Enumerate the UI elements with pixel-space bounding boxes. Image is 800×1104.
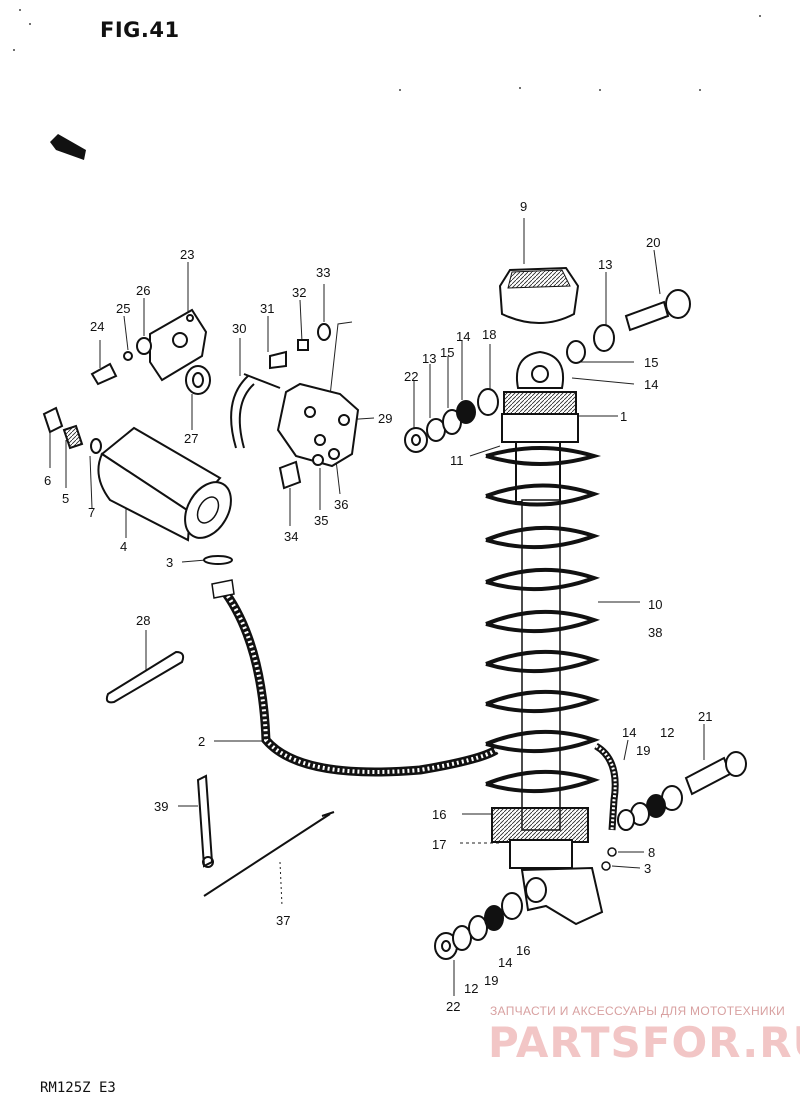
callout-31: 31 xyxy=(260,301,275,316)
valve-parts xyxy=(42,406,102,454)
callout-28: 28 xyxy=(136,613,151,628)
watermark-logo: PARTSFOR.RU xyxy=(488,1018,800,1067)
callout-16: 16 xyxy=(432,807,447,822)
callout-1: 1 xyxy=(620,409,628,424)
callout-22: 22 xyxy=(446,999,461,1014)
callout-2: 2 xyxy=(198,734,206,749)
callout-29: 29 xyxy=(378,411,393,426)
callout-15: 15 xyxy=(644,355,659,370)
tie-rod-37 xyxy=(203,811,335,897)
callout-30: 30 xyxy=(232,321,247,336)
figure-title: FIG.41 xyxy=(100,18,180,42)
callout-23: 23 xyxy=(180,247,195,262)
front-arrow-icon xyxy=(50,134,86,160)
model-code: RM125Z E3 xyxy=(40,1080,116,1096)
callout-22: 22 xyxy=(404,369,419,384)
callout-14: 14 xyxy=(456,329,471,344)
callout-32: 32 xyxy=(292,285,307,300)
upper-left-bushing-stack xyxy=(404,388,499,453)
callout-8: 8 xyxy=(648,845,656,860)
callout-5: 5 xyxy=(62,491,70,506)
callout-14: 14 xyxy=(644,377,659,392)
mounting-bolt-lower xyxy=(617,751,747,831)
reservoir-hose xyxy=(211,579,499,777)
callout-20: 20 xyxy=(646,235,661,250)
leader-lines xyxy=(49,218,705,996)
callout-13: 13 xyxy=(422,351,437,366)
callout-15: 15 xyxy=(440,345,455,360)
callout-27: 27 xyxy=(184,431,199,446)
reservoir-band-part xyxy=(230,350,287,449)
callout-26: 26 xyxy=(136,283,151,298)
callout-17: 17 xyxy=(432,837,447,852)
callout-14: 14 xyxy=(498,955,513,970)
callout-36: 36 xyxy=(334,497,349,512)
callout-38: 38 xyxy=(648,625,663,640)
callout-34: 34 xyxy=(284,529,299,544)
callout-12: 12 xyxy=(660,725,675,740)
reservoir-tank-part xyxy=(97,426,232,542)
callout-13: 13 xyxy=(598,257,613,272)
hose-clip xyxy=(203,555,233,565)
callout-25: 25 xyxy=(116,301,131,316)
callout-19: 19 xyxy=(484,973,499,988)
reservoir-bracket-part xyxy=(90,308,211,395)
shock-lower-mount xyxy=(491,807,604,926)
callout-7: 7 xyxy=(88,505,96,520)
callout-24: 24 xyxy=(90,319,105,334)
callout-37: 37 xyxy=(276,913,291,928)
callout-16: 16 xyxy=(516,943,531,958)
callout-12: 12 xyxy=(464,981,479,996)
spring-cap-part xyxy=(498,266,580,324)
coil-spring-part xyxy=(485,446,602,794)
bushing-15-right xyxy=(566,340,586,364)
callout-14: 14 xyxy=(622,725,637,740)
clamp-39 xyxy=(196,774,214,868)
mount-bracket-part xyxy=(276,323,360,490)
callout-35: 35 xyxy=(314,513,329,528)
callout-6: 6 xyxy=(44,473,52,488)
callout-10: 10 xyxy=(648,597,663,612)
washer-13-right xyxy=(593,324,615,352)
strap-28 xyxy=(105,650,185,704)
lower-left-bushing-stack xyxy=(434,892,523,960)
callout-19: 19 xyxy=(636,743,651,758)
callout-39: 39 xyxy=(154,799,169,814)
callout-21: 21 xyxy=(698,709,713,724)
callout-11: 11 xyxy=(450,453,464,468)
callout-3: 3 xyxy=(166,555,174,570)
callout-33: 33 xyxy=(316,265,331,280)
callout-18: 18 xyxy=(482,327,497,342)
watermark-caption: ЗАПЧАСТИ И АКСЕССУАРЫ ДЛЯ МОТОТЕХНИКИ xyxy=(490,1004,786,1018)
callout-3: 3 xyxy=(644,861,652,876)
callout-9: 9 xyxy=(520,199,528,214)
mounting-bolt-upper xyxy=(624,289,691,332)
scan-noise xyxy=(13,9,761,91)
callout-4: 4 xyxy=(120,539,128,554)
shock-absorber-part xyxy=(501,350,579,831)
reservoir-hose-right xyxy=(594,742,619,871)
